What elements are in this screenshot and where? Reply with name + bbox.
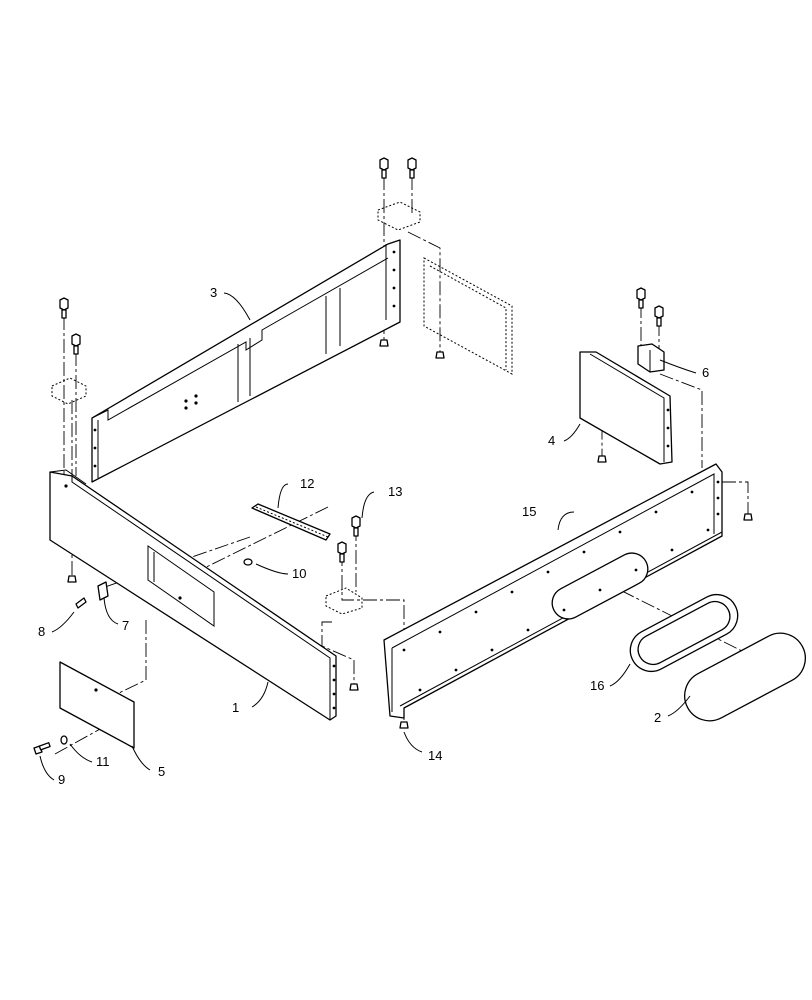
bolt-icon	[407, 157, 417, 179]
part-16-seal	[629, 593, 739, 673]
nut-icon	[67, 575, 77, 583]
fasteners	[33, 157, 753, 755]
part-12-strip	[251, 503, 331, 541]
nut-icon	[435, 351, 445, 359]
part-5-cover-plate	[59, 661, 135, 749]
bolt-icon	[71, 333, 81, 355]
bolt-icon	[379, 157, 389, 179]
bolt-icon	[337, 541, 347, 563]
callout-5: 5	[158, 764, 165, 779]
callout-12: 12	[300, 476, 314, 491]
bolt-icon	[33, 742, 51, 755]
callout-7: 7	[122, 618, 129, 633]
leaders	[39, 292, 697, 781]
part-6-angle-bracket	[637, 343, 665, 373]
bolt-icon	[636, 287, 646, 309]
washer-icon	[60, 735, 68, 745]
callout-10: 10	[292, 566, 306, 581]
nut-icon	[379, 339, 389, 347]
callout-6: 6	[702, 365, 709, 380]
callout-15: 15	[522, 504, 536, 519]
part-15-side-panel	[383, 463, 723, 719]
part-4-side-bracket	[579, 351, 673, 465]
phantom-corner-panel	[377, 201, 513, 375]
callout-16: 16	[590, 678, 604, 693]
callout-11: 11	[96, 754, 110, 769]
phantom-brackets	[51, 377, 363, 615]
nut-icon	[349, 683, 359, 691]
callout-13: 13	[388, 484, 402, 499]
callout-9: 9	[58, 772, 65, 787]
nut-icon	[399, 721, 409, 729]
callout-3: 3	[210, 285, 217, 300]
callout-2: 2	[654, 710, 661, 725]
part-2-cover	[684, 632, 806, 722]
bolt-icon	[351, 515, 361, 537]
latch-icon	[97, 581, 109, 601]
callout-1: 1	[232, 700, 239, 715]
callout-14: 14	[428, 748, 442, 763]
callout-8: 8	[38, 624, 45, 639]
callout-4: 4	[548, 433, 555, 448]
part-1-front-panel	[49, 469, 337, 721]
callout-labels: 1 2 3 4 5 6 7 8 9 10 11 12 13 14 15 16	[38, 285, 709, 787]
part-3-rear-panel	[91, 239, 401, 483]
bolt-icon	[654, 305, 664, 327]
nut-icon	[597, 455, 607, 463]
pin-icon	[75, 597, 87, 609]
washer-icon	[243, 558, 253, 566]
bolt-icon	[59, 297, 69, 319]
nut-icon	[743, 513, 753, 521]
